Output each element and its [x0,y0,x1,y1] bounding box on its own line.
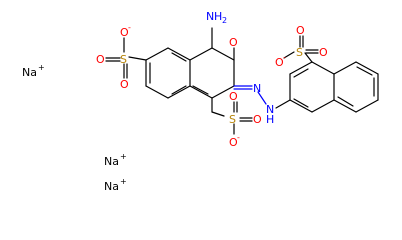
sulfonate-3-oxygen-left: O [275,56,284,69]
naphthalenone-bonds [145,27,235,99]
sulfonate-3-oxygen-right: O [319,46,328,59]
nh2-nitrogen: N [206,10,214,23]
sodium-ion-1: Na [22,66,37,79]
sulfonate-3-sulfur: S [296,46,303,59]
nh2-hydrogen: H [214,10,222,23]
hydrazo-hydrogen: H [266,113,274,126]
sodium-ion-3-charge: + [120,177,127,186]
sulfonate-1-sulfur: S [120,53,127,66]
sodium-ion-2: Na [104,155,119,168]
sulfonate-3-oxygen-top: O [296,24,305,37]
sulfonate-1-oxygen-bottom: O [120,78,129,91]
chemical-structure-diagram: N H 2 O N N H S O - O O S O O O - S O O … [22,10,379,193]
sulfonate-2-oxygen-bottom: O [229,136,238,149]
sulfonate-2-charge: - [237,133,240,142]
ketone-oxygen: O [229,36,238,49]
sulfonate-2-oxygen-right: O [253,113,262,126]
sulfonate-1-oxygen-top: O [120,26,129,39]
nh2-subscript: 2 [222,16,227,25]
atom-labels: N H 2 O N N H S O - O O S O O O - S O O … [96,10,328,149]
sodium-ion-2-charge: + [120,152,127,161]
sulfonate-2-sulfur: S [229,113,236,126]
sulfonate-3-charge: - [283,53,286,62]
azo-bonds [233,85,291,109]
naphthalene-bonds [289,61,379,113]
sulfonate-1-oxygen-left: O [96,53,105,66]
sodium-ion-3: Na [104,180,119,193]
hydrazo-nitrogen: N [266,103,274,116]
sodium-ion-1-charge: + [38,63,45,72]
sodium-ions: Na + Na + Na + [22,63,127,193]
azo-nitrogen: N [253,82,261,95]
sulfonate-2-oxygen-top: O [229,90,238,103]
sulfonate-bonds [105,35,319,135]
sulfonate-1-charge: - [128,23,131,32]
